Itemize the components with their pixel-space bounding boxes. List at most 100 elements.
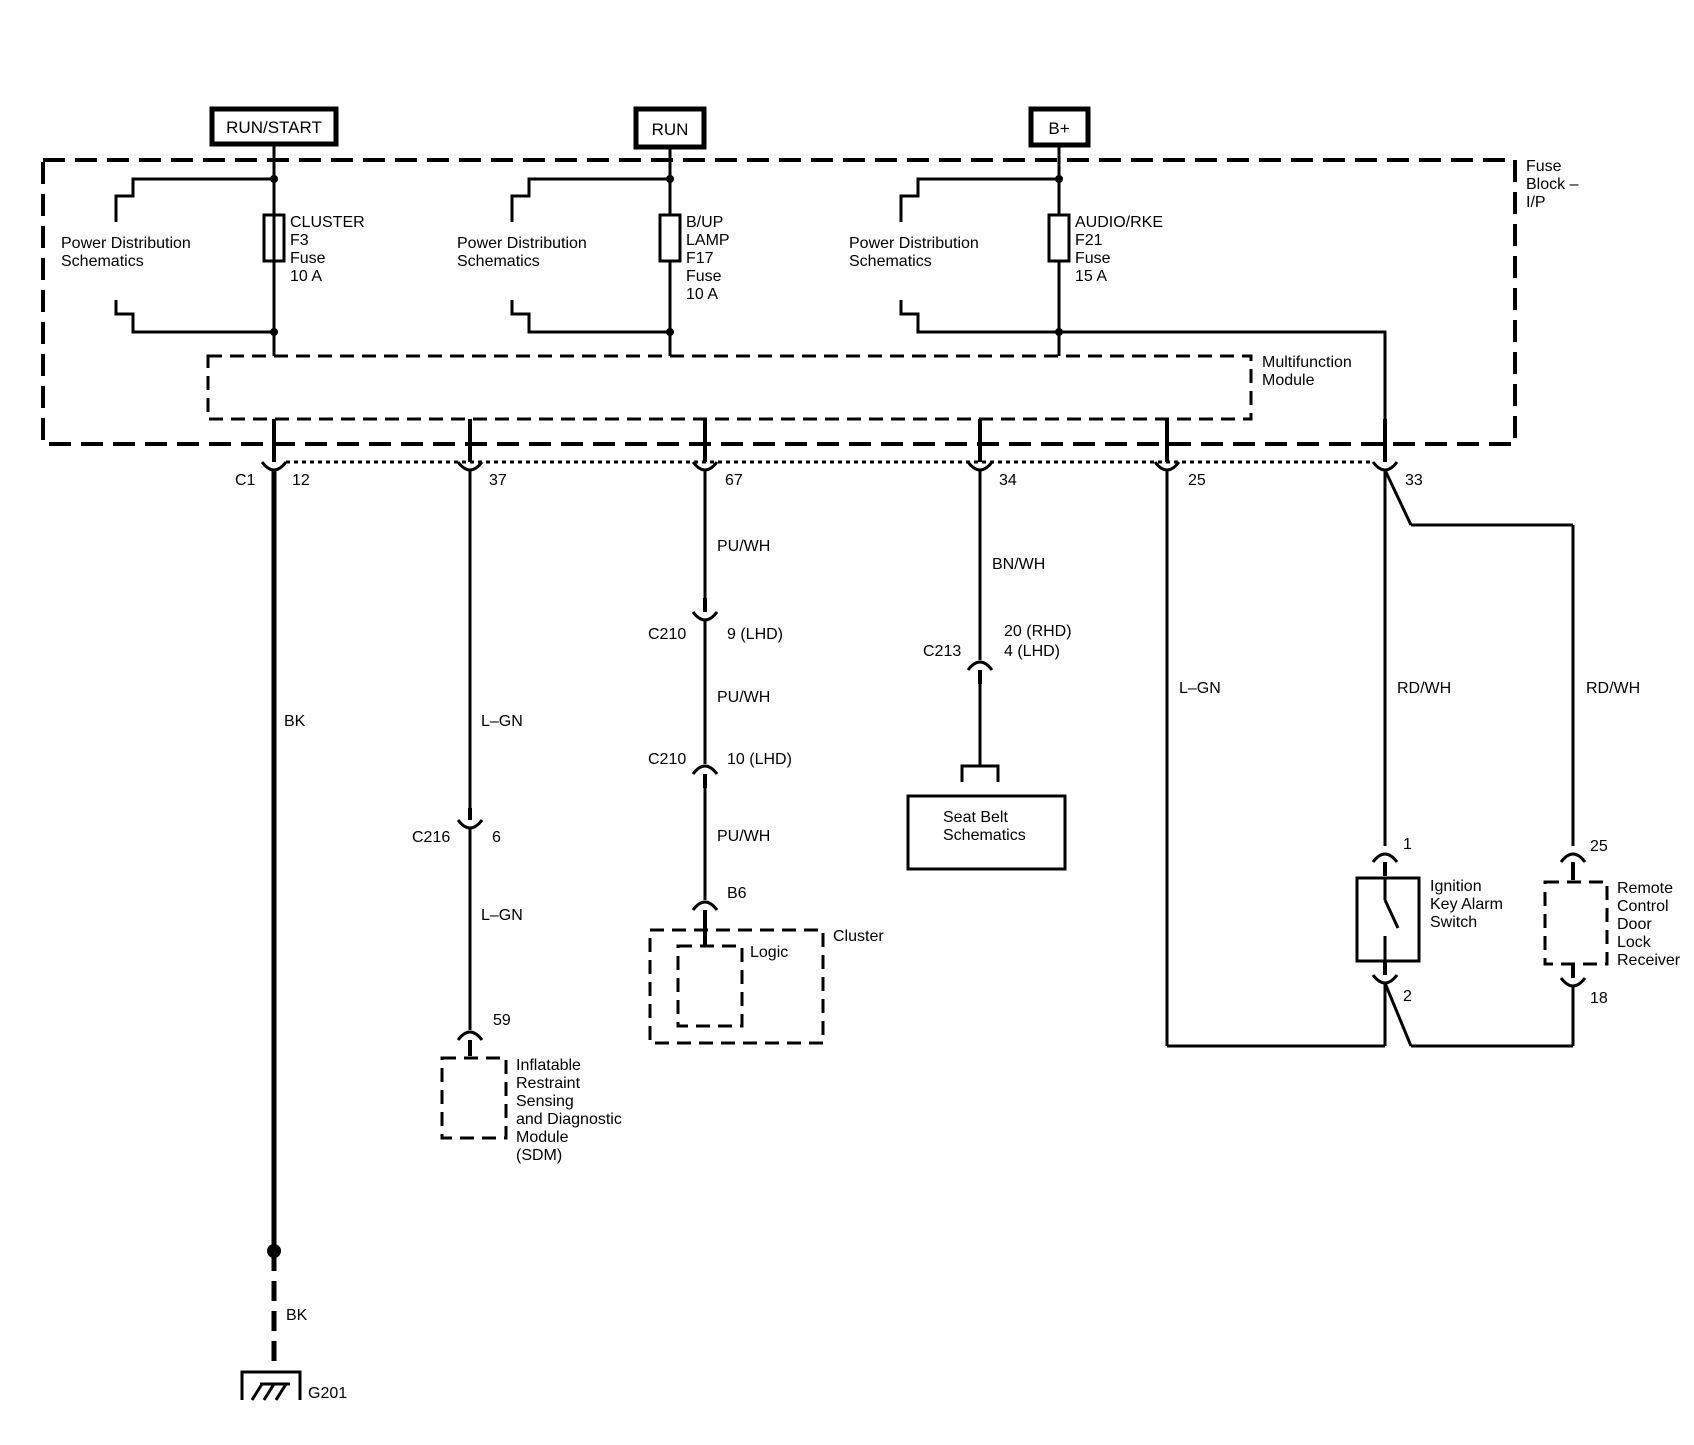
cluster-circuit: PU/WH C210 9 (LHD) PU/WH C210 10 (LHD) P… bbox=[648, 470, 884, 1045]
c1-pin-37: 37 bbox=[456, 419, 507, 489]
c210-label-1: C210 bbox=[648, 626, 686, 643]
wire-pu-wh-label-1: PU/WH bbox=[717, 538, 770, 555]
fuse-f17-line4: Fuse bbox=[686, 268, 722, 285]
logic-outline bbox=[676, 944, 744, 1028]
fuse-f17-line2: LAMP bbox=[686, 232, 730, 249]
ignition-switch-box bbox=[1355, 876, 1421, 963]
pin-37-label: 37 bbox=[489, 472, 507, 489]
rcdlr-pin25-label: 25 bbox=[1590, 838, 1608, 855]
fuse-f3-line4: 10 A bbox=[290, 268, 322, 285]
logic-label: Logic bbox=[750, 944, 788, 961]
sdm-outline bbox=[440, 1056, 508, 1140]
ign-pin2-label: 2 bbox=[1403, 988, 1412, 1005]
fuse-circuit-f21: Power Distribution Schematics AUDIO/RKE … bbox=[849, 145, 1387, 462]
fuse-f17-line1: B/UP bbox=[686, 214, 723, 231]
wire-bn-wh-label: BN/WH bbox=[992, 556, 1045, 573]
ign-switch-label-line1: Ignition bbox=[1430, 878, 1482, 895]
fuse-f21-symbol bbox=[1047, 213, 1071, 263]
fuse-f17-symbol bbox=[658, 213, 682, 263]
fuse-block-label-line2: Block – bbox=[1526, 176, 1579, 193]
c216-connector bbox=[456, 819, 484, 830]
fuse-f3-line3: Fuse bbox=[290, 250, 326, 267]
rcdlr-label-line1: Remote bbox=[1617, 880, 1673, 897]
cluster-outline bbox=[648, 928, 825, 1045]
wire-rd-wh-label-2: RD/WH bbox=[1586, 680, 1640, 697]
c1-pin-12: 12 bbox=[260, 419, 310, 489]
fuse-block-label: Fuse Block – I/P bbox=[1526, 158, 1579, 211]
b6-label: B6 bbox=[727, 885, 747, 902]
pin-67-label: 67 bbox=[725, 472, 743, 489]
rcdlr-label-line4: Lock bbox=[1617, 934, 1652, 951]
fuse-f17-line3: F17 bbox=[686, 250, 714, 267]
cluster-label: Cluster bbox=[833, 928, 884, 945]
sdm-label-line2: Restraint bbox=[516, 1075, 581, 1092]
b6-connector bbox=[691, 900, 719, 911]
fuse-f3-line2: F3 bbox=[290, 232, 309, 249]
rcdlr-label-line3: Door bbox=[1617, 916, 1652, 933]
c216-label: C216 bbox=[412, 829, 450, 846]
c213-pin-lhd-label: 4 (LHD) bbox=[1004, 643, 1060, 660]
switch-contact-icon bbox=[1383, 899, 1400, 929]
sdm-label-line6: (SDM) bbox=[516, 1147, 562, 1164]
power-dist-3-line2: Schematics bbox=[849, 253, 932, 270]
fuse-block-outline bbox=[41, 158, 1517, 446]
c210-pin-label-1: 9 (LHD) bbox=[727, 626, 783, 643]
power-source-run: RUN bbox=[633, 106, 707, 150]
c213-connector bbox=[966, 660, 994, 671]
wire-rd-wh-label-1: RD/WH bbox=[1397, 680, 1451, 697]
seat-belt-label-line1: Seat Belt bbox=[943, 809, 1008, 826]
wire-l-gn-label-3: L–GN bbox=[1179, 680, 1221, 697]
c213-pin-rhd-label: 20 (RHD) bbox=[1004, 623, 1072, 640]
fuse-f3-line1: CLUSTER bbox=[290, 214, 365, 231]
ign-switch-label-line2: Key Alarm bbox=[1430, 896, 1503, 913]
sdm-label-line4: and Diagnostic bbox=[516, 1111, 622, 1128]
c1-pin-33: 33 bbox=[1371, 419, 1423, 489]
power-dist-3-line1: Power Distribution bbox=[849, 235, 979, 252]
fuse-f21-line4: 15 A bbox=[1075, 268, 1107, 285]
c1-label: C1 bbox=[235, 472, 256, 489]
wire-bk-label: BK bbox=[284, 713, 306, 730]
mfm-label-line1: Multifunction bbox=[1262, 354, 1352, 371]
run-label: RUN bbox=[652, 120, 689, 139]
wire-pu-wh-label-3: PU/WH bbox=[717, 828, 770, 845]
ground-circuit: BK BK G201 bbox=[240, 470, 347, 1402]
b-plus-label: B+ bbox=[1048, 119, 1069, 138]
sdm-label-line1: Inflatable bbox=[516, 1057, 581, 1074]
fuse-block-label-line3: I/P bbox=[1526, 194, 1546, 211]
power-source-b-plus: B+ bbox=[1028, 106, 1091, 148]
rcdlr-outline bbox=[1543, 880, 1609, 966]
seat-belt-label-line2: Schematics bbox=[943, 827, 1026, 844]
seat-belt-box bbox=[906, 794, 1067, 871]
wire-l-gn-label-1: L–GN bbox=[481, 713, 523, 730]
pin-33-label: 33 bbox=[1405, 472, 1423, 489]
rcdlr-label-line5: Receiver bbox=[1617, 952, 1681, 969]
wire-l-gn-label-2: L–GN bbox=[481, 907, 523, 924]
multifunction-module-outline bbox=[206, 354, 1253, 421]
pin-25-label: 25 bbox=[1188, 472, 1206, 489]
sdm-label-line5: Module bbox=[516, 1129, 569, 1146]
power-dist-2-line1: Power Distribution bbox=[457, 235, 587, 252]
c1-pin-67: 67 bbox=[691, 419, 743, 489]
ground-wire-label: BK bbox=[286, 1307, 308, 1324]
fuse-f21-line3: Fuse bbox=[1075, 250, 1111, 267]
rcdlr-label-line2: Control bbox=[1617, 898, 1669, 915]
c210-label-2: C210 bbox=[648, 751, 686, 768]
ignition-ground-circuit: L–GN bbox=[1165, 470, 1385, 1048]
fuse-circuit-f17: Power Distribution Schematics B/UP LAMP … bbox=[457, 147, 730, 356]
rcdlr-pin18-label: 18 bbox=[1590, 990, 1608, 1007]
sdm-pin-label: 59 bbox=[493, 1012, 511, 1029]
fuse-f21-line1: AUDIO/RKE bbox=[1075, 214, 1163, 231]
pin-34-label: 34 bbox=[999, 472, 1017, 489]
pin-12-label: 12 bbox=[292, 472, 310, 489]
power-dist-2-line2: Schematics bbox=[457, 253, 540, 270]
sdm-label-line3: Sensing bbox=[516, 1093, 574, 1110]
wire-pu-wh-label-2: PU/WH bbox=[717, 689, 770, 706]
fuse-f17-line5: 10 A bbox=[686, 286, 718, 303]
run-start-label: RUN/START bbox=[226, 118, 322, 137]
multifunction-module-label: Multifunction Module bbox=[1262, 354, 1352, 389]
c1-pin-25: 25 bbox=[1153, 419, 1206, 489]
fuse-circuit-f3: Power Distribution Schematics CLUSTER F3… bbox=[61, 144, 365, 356]
power-dist-1-line2: Schematics bbox=[61, 253, 144, 270]
sdm-circuit: L–GN C216 6 L–GN 59 Inflatable Restraint… bbox=[412, 470, 622, 1164]
